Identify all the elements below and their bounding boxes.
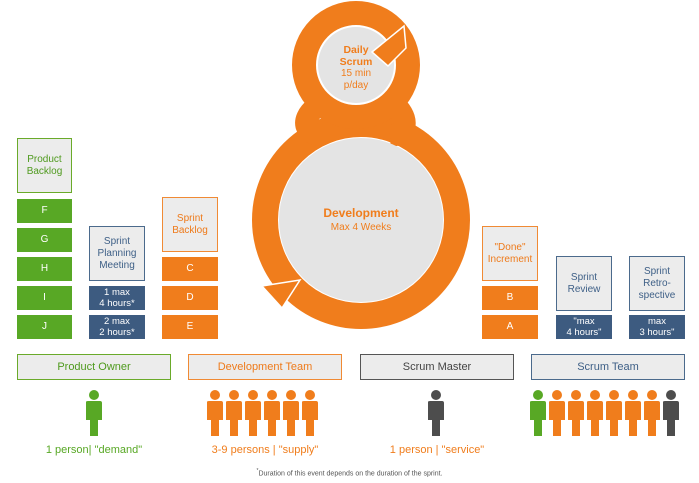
development-title: Development [323,206,399,220]
sprint-retro-duration: max 3 hours" [629,315,685,339]
person-icon [245,390,261,436]
person-icon [530,390,546,436]
daily-loop [292,1,420,129]
person-icon [226,390,242,436]
done-increment-header: "Done" Increment [482,226,538,281]
sprint-item-c: C [162,257,218,281]
loop-connector-left [295,99,324,146]
daily-arrow-icon [370,24,407,68]
product-owner-caption: 1 person| "demand" [45,444,143,456]
person-icon [207,390,223,436]
person-icon [549,390,565,436]
person-icon [86,390,102,436]
daily-scrum-disc [318,27,394,103]
sprint-item-d: D [162,286,218,310]
sprint-item-e: E [162,315,218,339]
person-icon [663,390,679,436]
development-detail: Max 4 Weeks [330,222,392,233]
daily-scrum-title: Daily Scrum [339,44,373,68]
planning-part-1: 1 max 4 hours* [89,286,145,310]
sprint-review-header: Sprint Review [556,256,612,311]
development-label: Development Max 4 Weeks [286,206,436,233]
development-team-caption: 3-9 persons | "supply" [211,444,319,456]
person-icon [587,390,603,436]
daily-scrum-label: Daily Scrum 15 min p/day [318,44,394,92]
person-icon [428,390,444,436]
person-icon [625,390,641,436]
sprint-backlog-header: Sprint Backlog [162,197,218,252]
backlog-item-j: J [17,315,72,339]
increment-item-b: B [482,286,538,310]
daily-scrum-detail: 15 min p/day [340,68,371,91]
role-product-owner: Product Owner [17,354,171,380]
sprint-retro-header: Sprint Retro- spective [629,256,685,311]
sprint-review-duration: "max 4 hours" [556,315,612,339]
person-icon [283,390,299,436]
footnote: *Duration of this event depends on the d… [0,468,699,477]
person-icon [568,390,584,436]
backlog-item-h: H [17,257,72,281]
backlog-item-i: I [17,286,72,310]
backlog-item-f: F [17,199,72,223]
backlog-item-g: G [17,228,72,252]
people-figures [86,390,679,436]
person-icon [264,390,280,436]
loop-connector-right [388,100,416,147]
footnote-text: Duration of this event depends on the du… [258,470,443,478]
sprint-planning-header: Sprint Planning Meeting [89,226,145,281]
role-scrum-master: Scrum Master [360,354,514,380]
person-icon [302,390,318,436]
increment-item-a: A [482,315,538,339]
person-icon [606,390,622,436]
person-icon [644,390,660,436]
role-scrum-team: Scrum Team [531,354,685,380]
product-backlog-header: Product Backlog [17,138,72,193]
role-development-team: Development Team [188,354,342,380]
development-disc [279,138,443,302]
development-arrow-icon [260,278,302,310]
scrum-master-caption: 1 person | "service" [389,444,485,456]
footnote-mark: * [256,468,259,474]
planning-part-2: 2 max 2 hours* [89,315,145,339]
